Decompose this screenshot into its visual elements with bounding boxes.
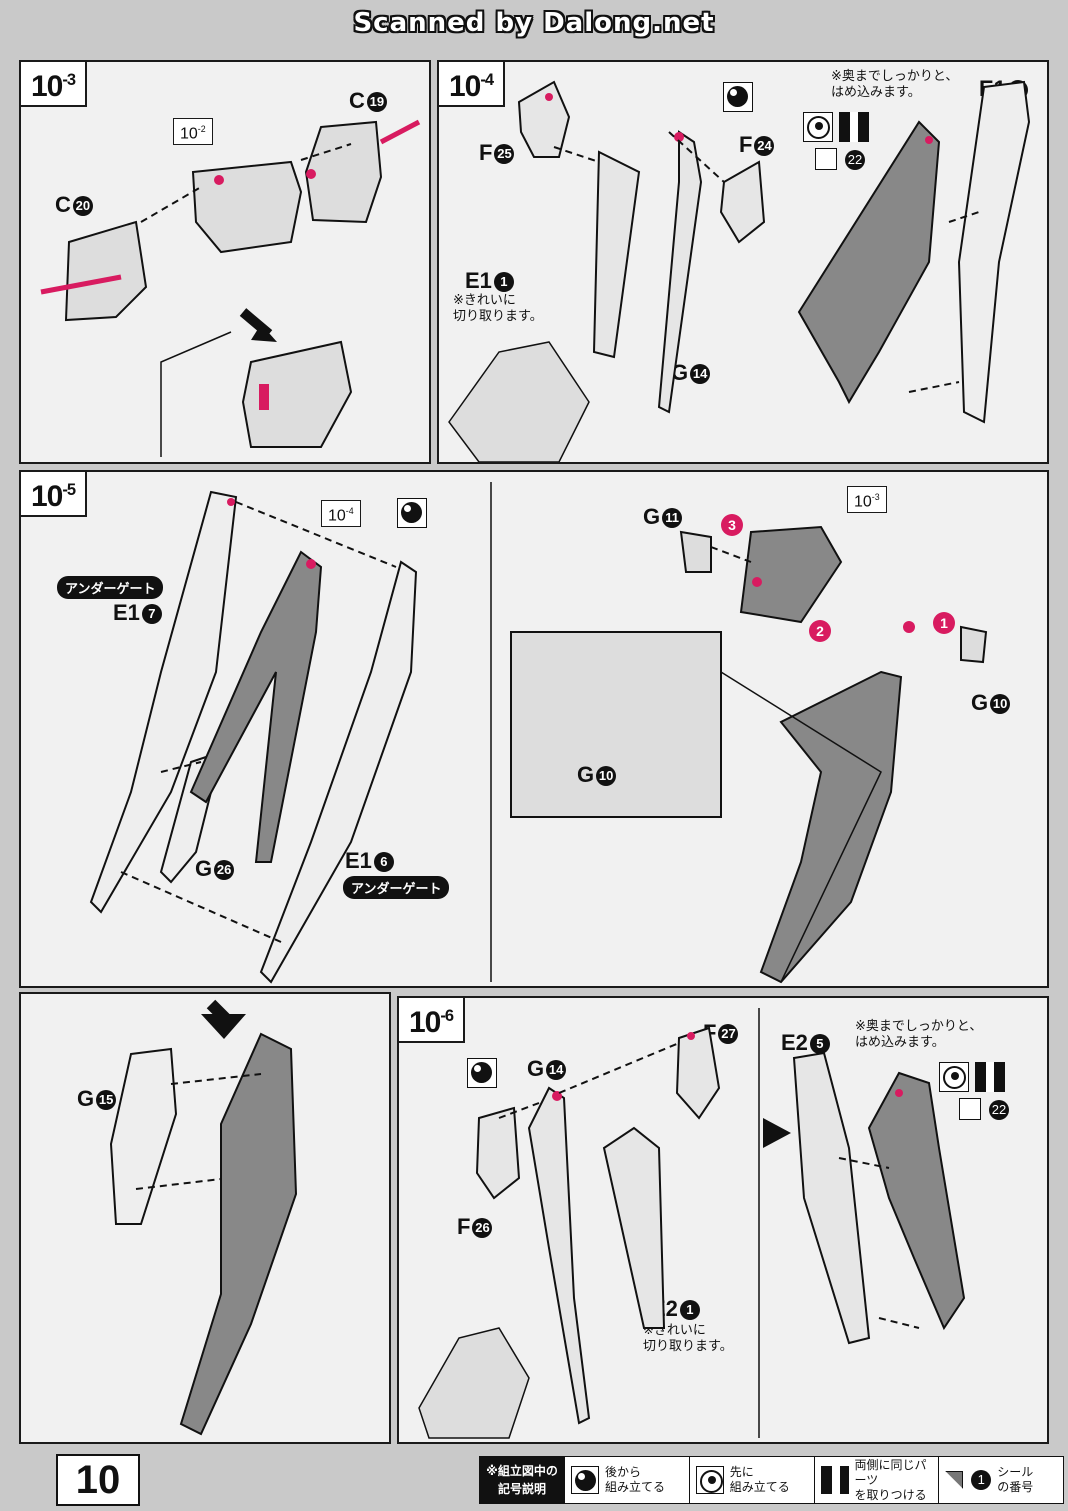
order-step-1: 1 bbox=[933, 612, 955, 634]
symbol-legend: ※組立図中の記号説明 後から組み立てる 先に組み立てる 両側に同じパーツを取りつ… bbox=[479, 1456, 1064, 1504]
wing-final-diagram bbox=[109, 999, 298, 1436]
reference-step-tag: 10-2 bbox=[173, 118, 213, 146]
sticker-icon bbox=[815, 148, 837, 170]
assemble-first-icon bbox=[939, 1062, 969, 1092]
mirror-parts-icon bbox=[820, 1466, 849, 1496]
under-gate-badge: アンダーゲート bbox=[343, 876, 450, 899]
sticker-number: 22 bbox=[989, 1100, 1009, 1120]
legend-title: ※組立図中の記号説明 bbox=[480, 1457, 564, 1503]
order-step-3: 3 bbox=[721, 514, 743, 536]
assemble-later-icon bbox=[723, 82, 753, 112]
legend-item-sticker-number: 1 シールの番号 bbox=[938, 1457, 1063, 1503]
scan-watermark: Scanned by Dalong.net bbox=[353, 8, 715, 38]
assemble-first-icon bbox=[803, 112, 833, 142]
assemble-later-icon bbox=[397, 498, 427, 528]
step-number: 10-4 bbox=[439, 62, 506, 107]
assemble-later-icon bbox=[467, 1058, 497, 1088]
legend-sticker-num: 1 bbox=[971, 1470, 992, 1490]
reference-step-tag-10-3: 10-3 bbox=[847, 486, 887, 514]
step-number: 10-3 bbox=[21, 62, 88, 107]
legend-item-assemble-later: 後から組み立てる bbox=[564, 1457, 689, 1503]
mirror-parts-icon bbox=[975, 1062, 1005, 1092]
assemble-first-icon bbox=[695, 1466, 724, 1494]
arm-part-diagram bbox=[40, 119, 421, 457]
sticker-number-icon bbox=[945, 1471, 964, 1489]
page-footer: 10 ※組立図中の記号説明 後から組み立てる 先に組み立てる 両側に同じパーツを… bbox=[0, 1448, 1068, 1511]
legend-item-mirror-parts: 両側に同じパーツを取りつける bbox=[813, 1457, 939, 1503]
wing-assembly-diagram bbox=[89, 482, 988, 984]
mirror-parts-icon bbox=[839, 112, 869, 142]
step-number: 10-6 bbox=[399, 998, 466, 1043]
step-number: 10-5 bbox=[21, 472, 88, 517]
sticker-number: 22 bbox=[845, 150, 865, 170]
note-insert-deep: ※奥までしっかりと、はめ込みます。 bbox=[831, 68, 959, 99]
order-step-2: 2 bbox=[809, 620, 831, 642]
assemble-later-icon bbox=[571, 1466, 599, 1494]
note-clean-cut: ※きれいに切り取ります。 bbox=[453, 292, 543, 323]
legend-item-assemble-first: 先に組み立てる bbox=[688, 1457, 814, 1503]
wing-part-diagram-mirror bbox=[418, 1008, 966, 1439]
under-gate-badge: アンダーゲート bbox=[57, 576, 164, 599]
reference-step-tag-10-4: 10-4 bbox=[321, 500, 361, 528]
page-number: 10 bbox=[56, 1454, 140, 1506]
wing-part-diagram bbox=[448, 80, 1031, 462]
sticker-icon bbox=[959, 1098, 981, 1120]
note-insert-deep: ※奥までしっかりと、はめ込みます。 bbox=[855, 1018, 983, 1049]
